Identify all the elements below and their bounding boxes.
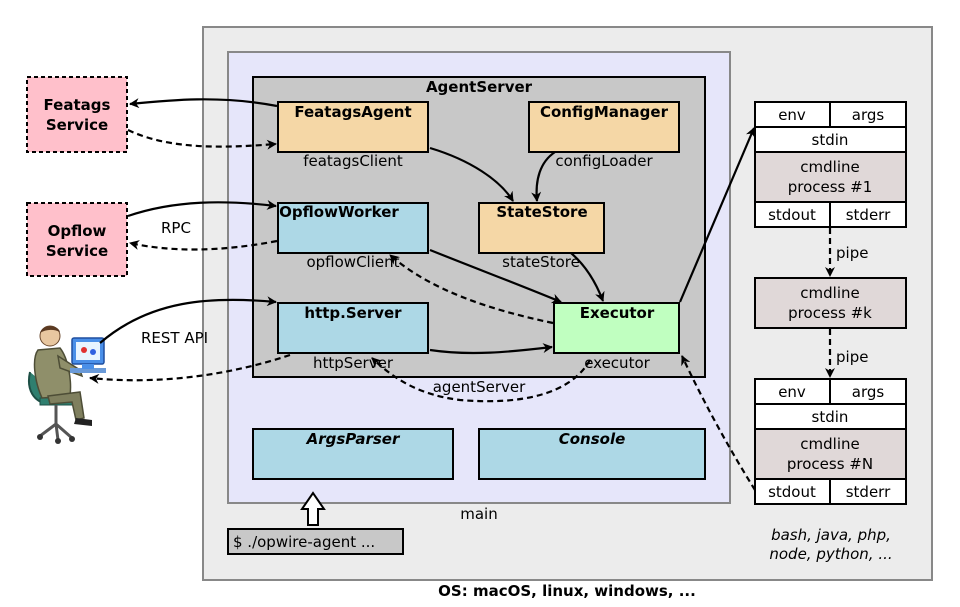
pipe-label-1: pipe xyxy=(836,244,868,262)
executor-to-opflow-worker-arrow xyxy=(389,254,554,325)
http-server-name: http.Server xyxy=(304,304,402,322)
featags-agent-name: FeatagsAgent xyxy=(294,103,411,121)
process-1-line2: process #1 xyxy=(788,178,873,196)
process-n-to-executor-arrow xyxy=(681,355,756,491)
pipe-label-2: pipe xyxy=(836,348,868,366)
agent-server-ref-label: agentServer xyxy=(433,378,526,396)
opflow-service-line1: Opflow xyxy=(48,222,107,240)
http-server-instance: httpServer xyxy=(313,354,394,372)
featags-agent-instance: featagsClient xyxy=(303,152,403,170)
process-n-line1: cmdline xyxy=(800,435,859,453)
opflow-worker-instance: opflowClient xyxy=(306,253,399,271)
process-n-stderr: stderr xyxy=(846,483,891,501)
featags-agent-box xyxy=(277,101,429,153)
args-parser-label: ArgsParser xyxy=(306,430,401,448)
opflow-worker-box xyxy=(277,202,429,254)
process-n-group xyxy=(754,378,907,505)
console-box xyxy=(478,428,706,480)
args-parser-box xyxy=(252,428,454,480)
process-k-line2: process #k xyxy=(788,304,872,322)
opflow-service-line2: Service xyxy=(46,242,108,260)
process-n-args: args xyxy=(852,383,885,401)
connection-arrows xyxy=(89,98,835,491)
config-manager-instance: configLoader xyxy=(555,152,653,170)
featags-service-box xyxy=(26,76,128,153)
launch-arrow xyxy=(300,491,326,526)
main-label: main xyxy=(460,505,497,523)
command-box xyxy=(227,528,404,555)
process-1-group xyxy=(754,101,907,228)
config-manager-name: ConfigManager xyxy=(540,103,669,121)
rpc-label: RPC xyxy=(161,219,191,237)
opflow-service-to-worker-arrow xyxy=(127,199,277,218)
process-1-line1: cmdline xyxy=(800,158,859,176)
state-store-instance: stateStore xyxy=(502,253,580,271)
command-text: $ ./opwire-agent ... xyxy=(233,533,375,551)
config-to-statestore-arrow xyxy=(531,151,556,202)
config-manager-box xyxy=(528,101,680,153)
process-n-stdout: stdout xyxy=(768,483,816,501)
featags-service-to-agent-arrow xyxy=(127,129,277,150)
featags-agent-to-service-arrow xyxy=(129,98,278,109)
process-1-stdin: stdin xyxy=(812,131,849,149)
process-1-args: args xyxy=(852,106,885,124)
executor-to-process-1-arrow xyxy=(678,127,756,303)
executor-to-http-server-arrow xyxy=(371,357,591,403)
user-to-http-server-arrow xyxy=(99,296,277,344)
opflow-worker-to-service-arrow xyxy=(129,239,278,251)
statestore-to-executor-arrow xyxy=(570,252,605,302)
user-at-computer-icon xyxy=(28,325,106,444)
process-n-env: env xyxy=(778,383,806,401)
executor-name: Executor xyxy=(580,304,655,322)
opflow-worker-name: OpflowWorker xyxy=(279,203,399,221)
opflow-service-box xyxy=(26,202,128,277)
process-k-line1: cmdline xyxy=(800,284,859,302)
process-k-box xyxy=(754,277,907,329)
process-n-line2: process #N xyxy=(787,455,873,473)
rest-api-label: REST API xyxy=(141,329,208,347)
os-label: OS: macOS, linux, windows, ... xyxy=(438,582,696,600)
console-label: Console xyxy=(559,430,626,448)
http-server-to-executor-arrow xyxy=(429,343,553,355)
languages-line2: node, python, ... xyxy=(769,545,892,563)
featags-to-statestore-arrow xyxy=(429,146,514,202)
executor-box xyxy=(553,302,680,354)
state-store-name: StateStore xyxy=(496,203,587,221)
http-server-to-user-arrow xyxy=(89,353,291,384)
executor-instance: executor xyxy=(584,354,650,372)
opflow-worker-to-executor-arrow xyxy=(429,248,562,304)
featags-service-line2: Service xyxy=(46,116,108,134)
languages-line1: bash, java, php, xyxy=(771,526,891,544)
process-n-stdin: stdin xyxy=(812,408,849,426)
process-1-stderr: stderr xyxy=(846,206,891,224)
process-1-env: env xyxy=(778,106,806,124)
state-store-box xyxy=(478,202,605,254)
http-server-box xyxy=(277,302,429,354)
agent-server-title: AgentServer xyxy=(426,78,533,96)
process-1-stdout: stdout xyxy=(768,206,816,224)
featags-service-line1: Featags xyxy=(44,96,111,114)
